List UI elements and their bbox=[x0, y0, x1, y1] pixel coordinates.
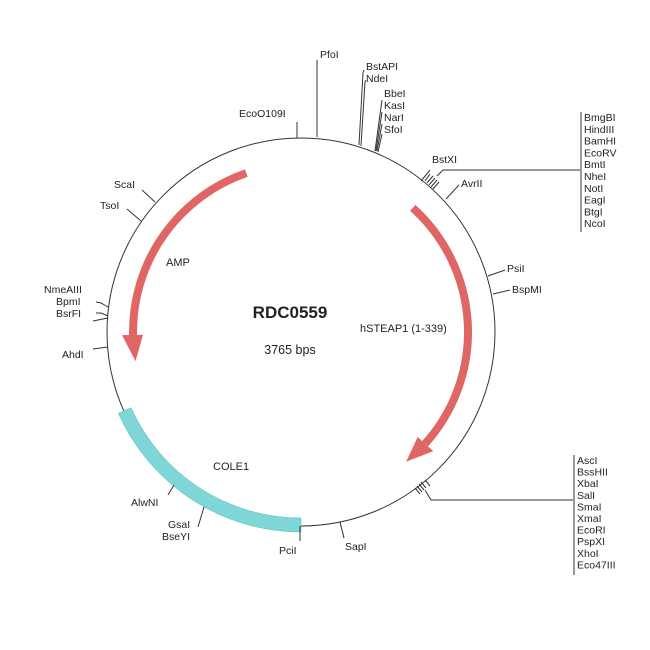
site-psii[interactable]: PsiI bbox=[507, 263, 525, 275]
site-bamhi[interactable]: BamHI bbox=[584, 136, 616, 148]
ndei-tick bbox=[360, 79, 367, 147]
site-tsoi[interactable]: TsoI bbox=[100, 200, 119, 212]
site-ncoi[interactable]: NcoI bbox=[584, 218, 606, 230]
site-bbei[interactable]: BbeI bbox=[384, 88, 406, 100]
hsteap1-arrowhead bbox=[406, 437, 434, 462]
site-xmai[interactable]: XmaI bbox=[577, 513, 602, 525]
bspmi-tick bbox=[492, 289, 511, 295]
amp-arrowhead bbox=[122, 334, 144, 362]
site-ahdi[interactable]: AhdI bbox=[62, 349, 84, 361]
site-xhoi[interactable]: XhoI bbox=[577, 548, 599, 560]
amp-arrow[interactable] bbox=[129, 169, 248, 335]
site-pspxi[interactable]: PspXI bbox=[577, 536, 605, 548]
site-bmti[interactable]: BmtI bbox=[584, 159, 606, 171]
hsteap1-label: hSTEAP1 (1-339) bbox=[360, 323, 447, 335]
hsteap1-arrow[interactable] bbox=[410, 204, 472, 447]
mcs1-cluster bbox=[424, 112, 582, 232]
site-bstapi[interactable]: BstAPI bbox=[366, 61, 398, 73]
site-ecoo109i[interactable]: EcoO109I bbox=[239, 108, 286, 120]
scai-tick bbox=[141, 189, 156, 203]
site-bsshii[interactable]: BssHII bbox=[577, 467, 608, 479]
kasi-tick bbox=[375, 111, 383, 152]
site-eco47iii[interactable]: Eco47III bbox=[577, 559, 616, 571]
site-xbai[interactable]: XbaI bbox=[577, 478, 599, 490]
site-sapi[interactable]: SapI bbox=[345, 541, 367, 553]
site-sali[interactable]: SalI bbox=[577, 490, 595, 502]
site-ecori[interactable]: EcoRI bbox=[577, 525, 606, 537]
gsai-bseyi-tick bbox=[197, 506, 205, 528]
site-avrii[interactable]: AvrII bbox=[461, 178, 482, 190]
cole1-feature[interactable] bbox=[117, 407, 302, 533]
site-nhei[interactable]: NheI bbox=[584, 171, 606, 183]
site-gsai[interactable]: GsaI bbox=[168, 519, 190, 531]
site-bsrfi[interactable]: BsrFI bbox=[56, 308, 81, 320]
site-asci[interactable]: AscI bbox=[577, 455, 597, 467]
site-scai[interactable]: ScaI bbox=[114, 179, 135, 191]
sfoi-tick bbox=[377, 133, 383, 153]
site-bseyi[interactable]: BseYI bbox=[162, 531, 190, 543]
site-smai[interactable]: SmaI bbox=[577, 501, 602, 513]
bbei-tick bbox=[374, 99, 383, 152]
mcs2-cluster bbox=[414, 455, 575, 575]
cole1-label: COLE1 bbox=[213, 461, 249, 473]
mcs2-site-list: AscIBssHIIXbaISalISmaIXmaIEcoRIPspXIXhoI… bbox=[577, 455, 616, 571]
bstxi-tick bbox=[420, 169, 431, 182]
site-bstxi[interactable]: BstXI bbox=[432, 154, 457, 166]
sapi-tick bbox=[339, 521, 345, 539]
alwni-tick bbox=[167, 484, 175, 496]
site-pcii[interactable]: PciI bbox=[279, 545, 297, 557]
psii-tick bbox=[487, 269, 506, 277]
site-nari[interactable]: NarI bbox=[384, 112, 404, 124]
bpmi-tick bbox=[96, 312, 109, 317]
site-nmeaiii[interactable]: NmeAIII bbox=[44, 284, 82, 296]
bsrfi-tick bbox=[92, 317, 109, 322]
site-hindiii[interactable]: HindIII bbox=[584, 124, 614, 136]
site-ndei[interactable]: NdeI bbox=[366, 73, 388, 85]
site-alwni[interactable]: AlwNI bbox=[131, 497, 158, 509]
site-sfoi[interactable]: SfoI bbox=[384, 124, 403, 136]
nari-tick bbox=[376, 123, 383, 152]
site-kasi[interactable]: KasI bbox=[384, 100, 405, 112]
plasmid-name: RDC0559 bbox=[253, 303, 328, 322]
tsoi-tick bbox=[126, 208, 142, 222]
site-noti[interactable]: NotI bbox=[584, 183, 603, 195]
site-bspmi[interactable]: BspMI bbox=[512, 284, 542, 296]
amp-label: AMP bbox=[166, 257, 190, 269]
site-pfoi[interactable]: PfoI bbox=[320, 49, 339, 61]
site-btgi[interactable]: BtgI bbox=[584, 206, 603, 218]
ahdi-tick bbox=[92, 346, 109, 350]
plasmid-size: 3765 bps bbox=[264, 343, 315, 357]
site-bmgbi[interactable]: BmgBI bbox=[584, 112, 616, 124]
bstapi-tick bbox=[358, 69, 365, 146]
site-eagi[interactable]: EagI bbox=[584, 195, 606, 207]
nmeaiii-tick bbox=[95, 301, 109, 308]
site-ecorv[interactable]: EcoRV bbox=[584, 147, 617, 159]
avrii-tick bbox=[445, 184, 460, 200]
mcs1-site-list: BmgBIHindIIIBamHIEcoRVBmtINheINotIEagIBt… bbox=[584, 112, 617, 230]
site-bpmi[interactable]: BpmI bbox=[56, 296, 81, 308]
